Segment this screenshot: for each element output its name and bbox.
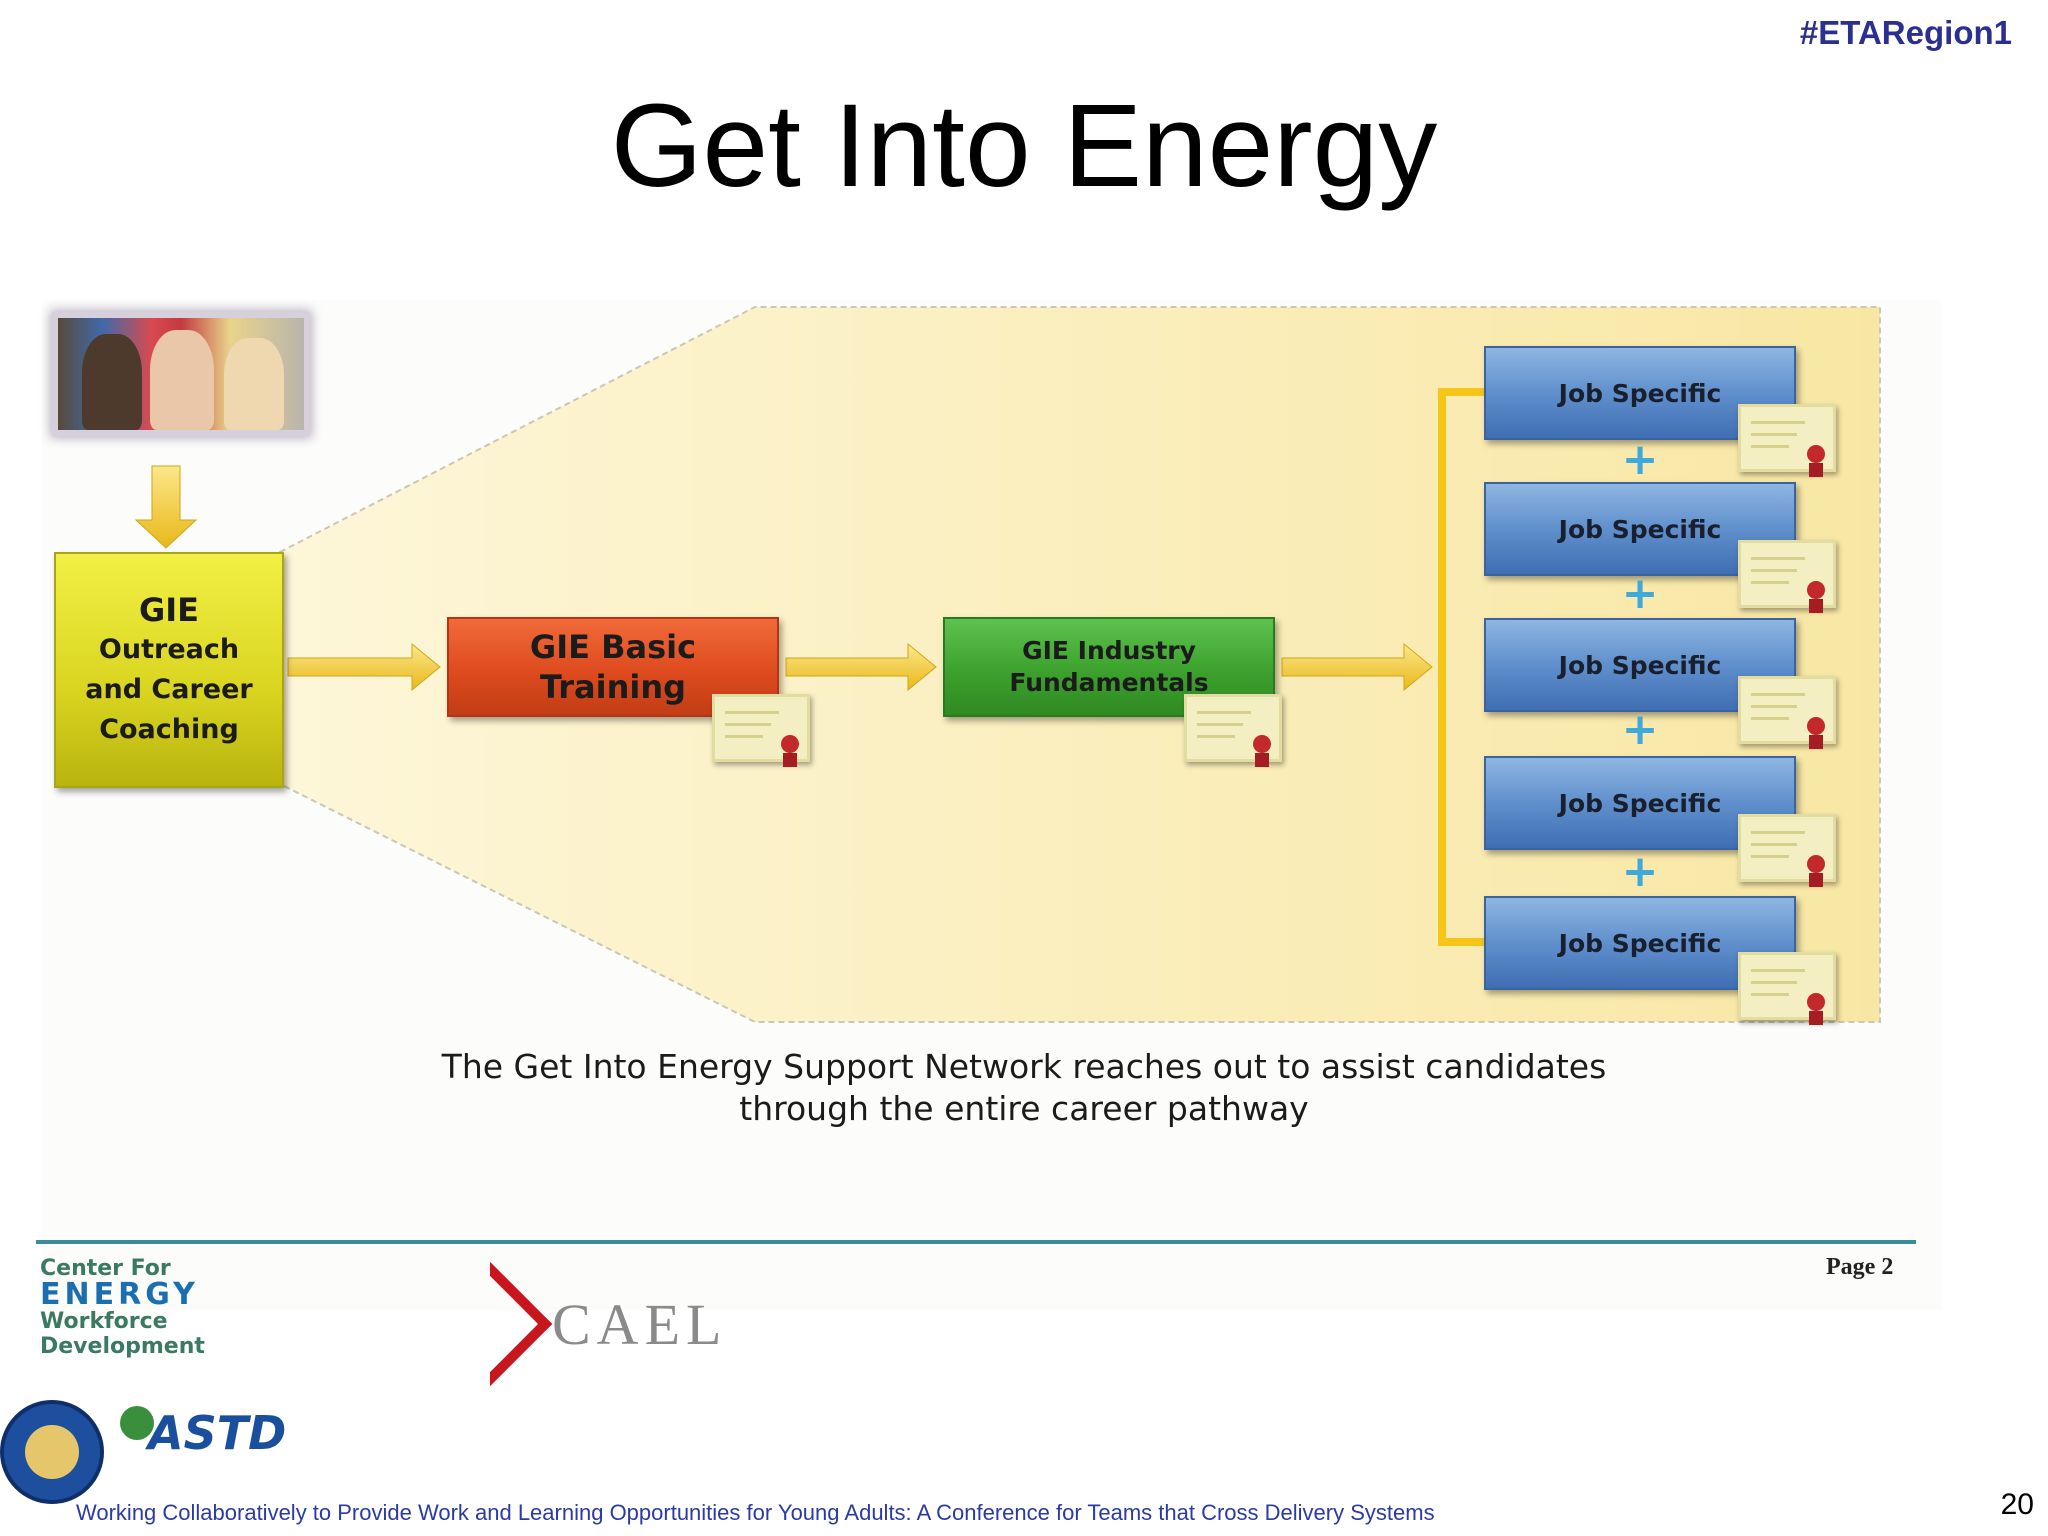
globe-icon [120, 1406, 154, 1440]
gie-outreach-box: GIE Outreach and Career Coaching [54, 552, 284, 788]
slide-title: Get Into Energy [610, 80, 1438, 212]
down-arrow [134, 465, 198, 549]
certificate-icon [712, 694, 810, 767]
astd-logo: ASTD [120, 1406, 286, 1460]
hashtag: #ETARegion1 [1799, 14, 2012, 51]
cael-mark-icon [427, 1261, 553, 1387]
certificate-icon [1738, 404, 1836, 477]
gie-box-line2: Outreach [98, 634, 240, 665]
caption-line-1: The Get Into Energy Support Network reac… [441, 1047, 1607, 1086]
cefd-logo: Center For ENERGY Workforce Development [40, 1256, 340, 1359]
cefd-logo-line3: Workforce Development [40, 1309, 205, 1359]
plus-icon: + [1621, 846, 1659, 897]
certificate-icon [1738, 540, 1836, 613]
plus-icon: + [1621, 434, 1659, 485]
gie-box-line3: and Career [85, 674, 253, 705]
slide-number: 20 [2000, 1488, 2034, 1521]
industry-box-line1: GIE Industry [1022, 636, 1196, 665]
arrow-1 [287, 642, 441, 692]
plus-icon: + [1621, 568, 1659, 619]
department-of-labor-seal [0, 1400, 104, 1504]
basic-box-line1: GIE Basic [529, 628, 697, 666]
cefd-logo-line2: ENERGY [40, 1277, 199, 1312]
astd-logo-text: ASTD [148, 1406, 287, 1460]
divider-rule [36, 1240, 1916, 1244]
cael-logo: CAEL [427, 1261, 728, 1387]
certificate-icon [1738, 952, 1836, 1025]
caption-line-2: through the entire career pathway [739, 1089, 1309, 1128]
diagram-caption: The Get Into Energy Support Network reac… [0, 1046, 2048, 1130]
arrow-3 [1281, 642, 1433, 692]
gie-box-line4: Coaching [99, 714, 239, 745]
gie-box-title: GIE [138, 591, 200, 629]
cefd-logo-line1: Center For [40, 1256, 171, 1281]
gie-industry-fundamentals-box: GIE Industry Fundamentals [943, 617, 1275, 717]
arrow-2 [785, 642, 937, 692]
job-connector [1438, 388, 1484, 946]
industry-box-line2: Fundamentals [1009, 668, 1209, 697]
certificate-icon [1184, 694, 1282, 767]
cael-logo-text: CAEL [552, 1291, 728, 1357]
students-photo [58, 318, 304, 430]
certificate-icon [1738, 814, 1836, 887]
basic-box-line2: Training [539, 668, 687, 706]
plus-icon: + [1621, 704, 1659, 755]
certificate-icon [1738, 676, 1836, 749]
page-label: Page 2 [1826, 1254, 1894, 1280]
footer-text: Working Collaboratively to Provide Work … [76, 1500, 1435, 1525]
